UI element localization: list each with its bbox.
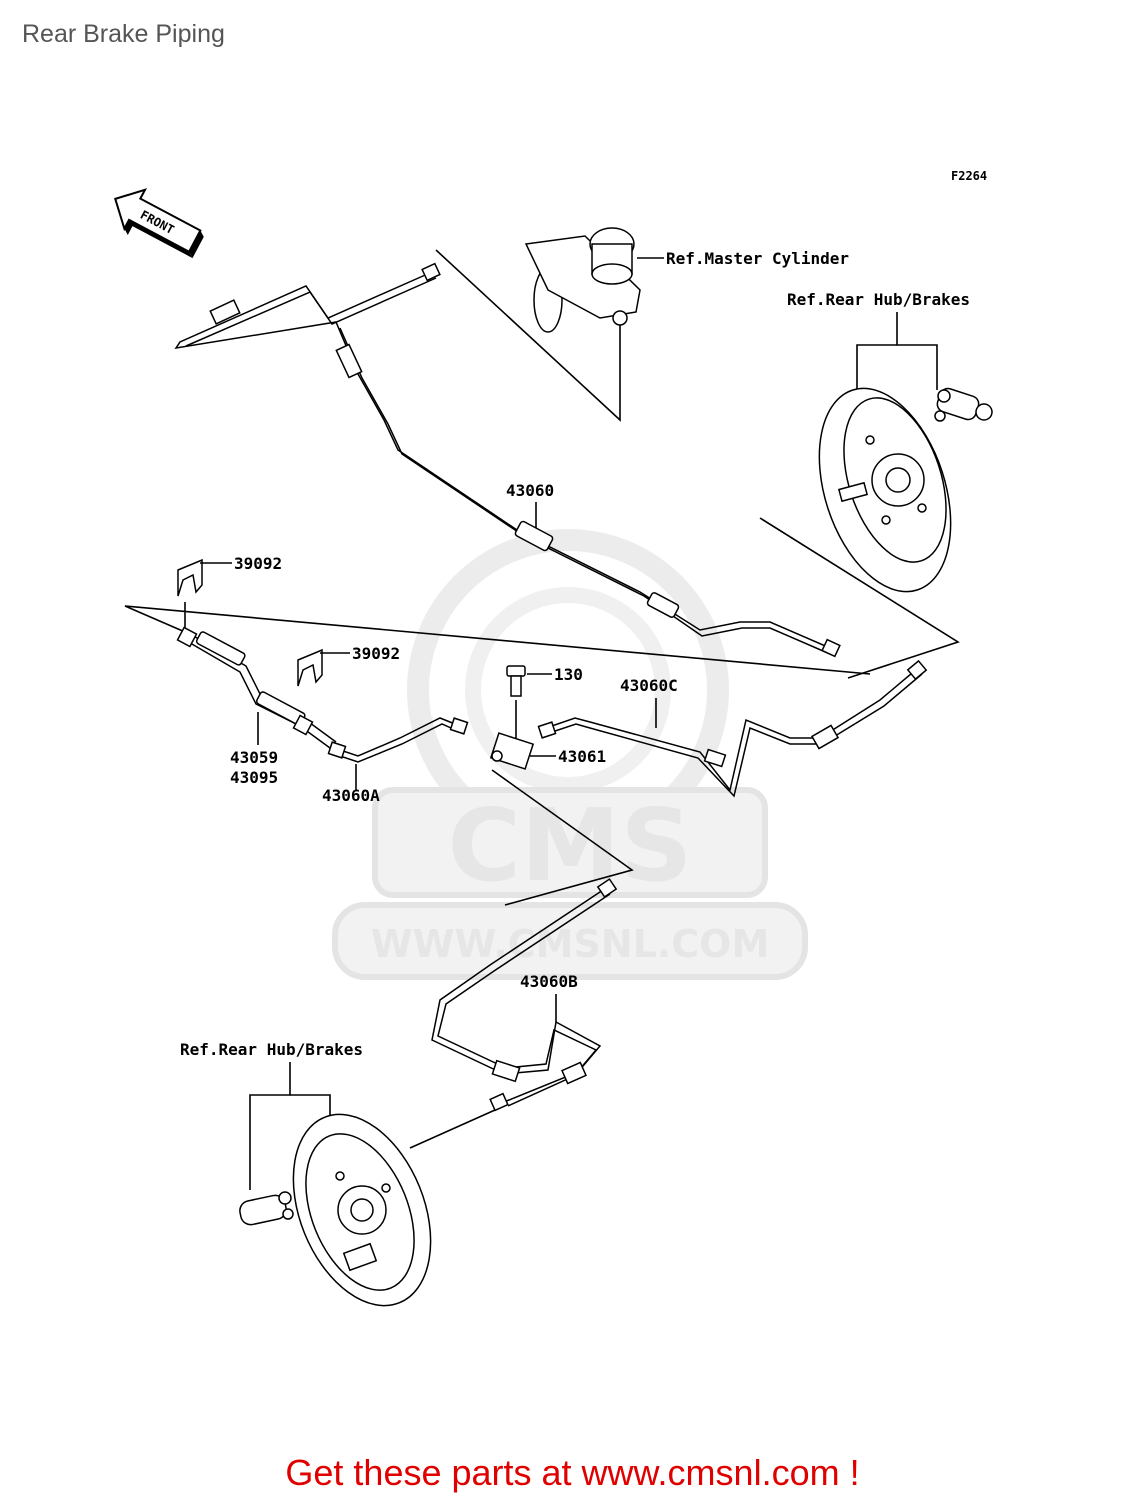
bolt-130-icon	[506, 665, 526, 697]
part-43060-label: 43060	[506, 481, 554, 500]
part-43059-label: 43059	[230, 748, 278, 767]
joint-43061-icon	[489, 732, 535, 770]
clip-39092-b-icon	[297, 648, 323, 687]
brake-pipe-43060c	[537, 659, 928, 798]
diagram-code: F2264	[951, 169, 987, 183]
parts-diagram: CMS WWW.CMSNL.COM F2264 FRONT Ref.Master…	[114, 169, 993, 1307]
part-43060b-label: 43060B	[520, 972, 578, 991]
brake-drum-left-icon	[292, 1113, 432, 1307]
master-cylinder-icon	[524, 227, 664, 333]
leader-rear-hub-right	[856, 312, 898, 395]
brake-pipe-43060	[174, 262, 841, 658]
watermark-url-box	[332, 902, 808, 980]
brake-pipe-43060b	[431, 878, 618, 1112]
leader-rear-hub-right-2	[897, 344, 938, 390]
part-39092-b-label: 39092	[352, 644, 400, 663]
brake-hose-43059	[176, 626, 337, 749]
front-arrow-icon: FRONT	[114, 188, 204, 259]
page-title: Rear Brake Piping	[22, 20, 225, 48]
watermark-url: WWW.CMSNL.COM	[371, 922, 770, 966]
watermark: CMS WWW.CMSNL.COM	[332, 529, 808, 980]
ref-master-cylinder-label: Ref.Master Cylinder	[666, 249, 849, 268]
leader-rear-hub-left	[249, 1062, 291, 1190]
part-130-label: 130	[554, 665, 583, 684]
part-43060c-label: 43060C	[620, 676, 678, 695]
leader-master-cylinder	[435, 249, 621, 422]
ref-rear-hub-brakes-right-label: Ref.Rear Hub/Brakes	[787, 290, 970, 309]
ref-rear-hub-brakes-left-label: Ref.Rear Hub/Brakes	[180, 1040, 363, 1059]
brake-pipe-43060a	[327, 717, 469, 763]
part-43060a-label: 43060A	[322, 786, 380, 805]
leader-pipe-to-left-drum	[409, 1109, 496, 1149]
part-43095-label: 43095	[230, 768, 278, 787]
brake-drum-right-icon	[818, 387, 952, 593]
watermark-brand: CMS	[448, 787, 693, 904]
leader-joint-triangle	[491, 769, 634, 906]
leader-hose-triangle	[124, 605, 871, 675]
leader-drum-right-triangle	[759, 517, 960, 679]
wheel-cylinder-right-icon	[934, 387, 993, 422]
clip-39092-a-icon	[177, 558, 203, 597]
footer-cta[interactable]: Get these parts at www.cmsnl.com !	[285, 1452, 860, 1493]
watermark-brand-box	[372, 787, 768, 898]
part-43061-label: 43061	[558, 747, 606, 766]
part-39092-a-label: 39092	[234, 554, 282, 573]
wheel-cylinder-left-icon	[239, 1191, 294, 1226]
watermark-emblem-inner	[465, 587, 671, 793]
